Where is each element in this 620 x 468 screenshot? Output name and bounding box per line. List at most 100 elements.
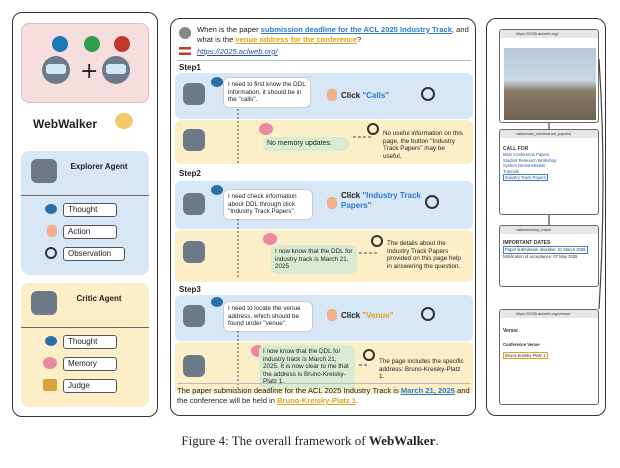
step1-obs-icon bbox=[367, 123, 379, 135]
step2-label: Step2 bbox=[179, 169, 201, 178]
step2-hand-icon bbox=[327, 197, 337, 209]
flag-icon bbox=[179, 47, 191, 55]
step2-observe-icon bbox=[425, 195, 439, 209]
flow-arrows bbox=[237, 109, 377, 389]
arrow-industry-to-venue bbox=[598, 58, 604, 310]
step2-action: Click "Industry Track Papers" bbox=[341, 191, 421, 211]
page-calls: calls/main_conference_papers/ CALL FOR M… bbox=[499, 129, 599, 215]
page-venue: https://2025.aclweb.org/venue/ Venue Con… bbox=[499, 309, 599, 405]
step3-hand-icon bbox=[327, 309, 337, 321]
step2-thought-icon bbox=[211, 185, 223, 195]
robots-logo-icon: + bbox=[42, 36, 130, 84]
page-flow-arrows bbox=[548, 58, 604, 310]
step2-critic-robot-icon bbox=[183, 241, 205, 263]
step3-observation: The page includes the specific address: … bbox=[379, 358, 464, 381]
thought-icon bbox=[45, 204, 57, 214]
query-highlight-venue: venue address for the conference bbox=[235, 34, 357, 44]
answer-part-3: . bbox=[355, 396, 359, 405]
explorer-robot-icon bbox=[31, 159, 57, 183]
step1-memory: No memory updates. bbox=[263, 137, 349, 151]
hand-pointer-icon bbox=[47, 225, 57, 237]
judge-gavel-icon bbox=[43, 379, 57, 391]
user-avatar-icon bbox=[179, 27, 191, 39]
brand-hands-icon bbox=[115, 113, 133, 129]
page-home: https://2025.aclweb.org/ bbox=[499, 29, 599, 123]
step1-thought: I need to first know the DDL information… bbox=[223, 77, 311, 108]
step1-action-target: "Calls" bbox=[362, 91, 390, 100]
reasoning-trace-panel: When is the paper submission deadline fo… bbox=[170, 18, 476, 416]
explorer-action-label: Action bbox=[63, 225, 117, 239]
step3-action-prefix: Click bbox=[341, 311, 361, 320]
critic-agent-title: Critic Agent bbox=[76, 294, 122, 303]
answer-part-2: and the conference will be held in bbox=[177, 386, 470, 405]
step2-explorer-robot-icon bbox=[183, 193, 205, 215]
brand-name: WebWalker bbox=[33, 117, 98, 131]
page-venue-url: https://2025.aclweb.org/venue/ bbox=[500, 310, 598, 318]
step3-thought: I need to locate the venue address, whic… bbox=[223, 301, 313, 332]
critic-agent-box: Critic Agent Thought Memory Judge bbox=[21, 283, 149, 407]
page-venue-address: Bruno-Kreisky-Platz 1 bbox=[503, 351, 548, 360]
observation-icon bbox=[45, 247, 57, 259]
page-calls-heading: CALL FOR bbox=[503, 146, 529, 152]
query-text: When is the paper submission deadline fo… bbox=[197, 25, 469, 44]
webpages-panel: https://2025.aclweb.org/ calls/main_conf… bbox=[486, 18, 606, 416]
query-part-1: When is the paper bbox=[197, 25, 261, 34]
query-url[interactable]: https://2025.aclweb.org/ bbox=[197, 47, 278, 56]
query-part-3: ? bbox=[356, 34, 362, 44]
final-answer: The paper submission deadline for the AC… bbox=[177, 383, 471, 406]
step1-action: Click "Calls" bbox=[341, 91, 389, 100]
step1-hand-icon bbox=[327, 89, 337, 101]
step2-thought: I need check information about DDL throu… bbox=[223, 189, 313, 220]
step1-explorer-robot-icon bbox=[183, 83, 205, 105]
answer-part-1: The paper submission deadline for the AC… bbox=[177, 386, 401, 395]
step3-label: Step3 bbox=[179, 285, 201, 294]
caption-name: WebWalker bbox=[368, 433, 436, 448]
step3-critic-robot-icon bbox=[183, 355, 205, 377]
step3-explorer-robot-icon bbox=[183, 305, 205, 327]
step2-memory-icon bbox=[263, 233, 277, 245]
step1-observe-icon bbox=[421, 87, 435, 101]
step3-observe-icon bbox=[421, 307, 435, 321]
step1-label: Step1 bbox=[179, 63, 201, 72]
critic-robot-icon bbox=[31, 291, 57, 315]
user-query: When is the paper submission deadline fo… bbox=[177, 23, 471, 61]
query-part-2: , and what is the bbox=[197, 25, 469, 44]
step1-critic-robot-icon bbox=[183, 129, 205, 151]
page-home-photo bbox=[504, 48, 596, 120]
page-calls-line-2[interactable]: Student Research Workshop bbox=[503, 157, 557, 163]
critic-judge-label: Judge bbox=[63, 379, 117, 393]
step1-action-prefix: Click bbox=[341, 91, 361, 100]
step1-observation: No useful information on this page, the … bbox=[383, 130, 463, 160]
page-calls-line-4[interactable]: Tutorials bbox=[503, 168, 519, 174]
figure-caption: Figure 4: The overall framework of WebWa… bbox=[0, 433, 620, 449]
explorer-thought-label: Thought bbox=[63, 203, 117, 217]
critic-thought-icon bbox=[45, 336, 57, 346]
caption-prefix: Figure 4: The overall framework of bbox=[181, 433, 369, 448]
step3-obs-icon bbox=[363, 349, 375, 361]
page-venue-heading: Venue bbox=[503, 328, 518, 334]
page-calls-line-3[interactable]: System Demonstration bbox=[503, 163, 546, 169]
logo-box: + bbox=[21, 23, 149, 103]
step3-action: Click "Venue" bbox=[341, 311, 394, 320]
page-calls-industry-link[interactable]: Industry Track Papers bbox=[503, 174, 548, 182]
explorer-agent-title: Explorer Agent bbox=[70, 162, 128, 171]
step2-memory: I now know that the DDL for industry tra… bbox=[271, 245, 357, 274]
page-industry: calls/industry_track/ IMPORTANT DATES Pa… bbox=[499, 225, 599, 287]
explorer-observation-label: Observation bbox=[63, 247, 125, 261]
page-calls-url: calls/main_conference_papers/ bbox=[500, 130, 598, 138]
agents-panel: + WebWalker Explorer Agent Thought Actio… bbox=[12, 12, 158, 417]
page-calls-line-1[interactable]: Main Conference Papers bbox=[503, 152, 550, 158]
memory-brain-icon bbox=[43, 357, 57, 369]
critic-memory-label: Memory bbox=[63, 357, 117, 371]
critic-thought-label: Thought bbox=[63, 335, 117, 349]
step3-action-target: "Venue" bbox=[362, 311, 394, 320]
step2-obs-icon bbox=[371, 235, 383, 247]
step3-thought-icon bbox=[211, 297, 223, 307]
caption-suffix: . bbox=[435, 433, 439, 448]
answer-highlight-address: Bruno-Kreisky-Platz 1 bbox=[277, 396, 356, 405]
step2-observation: The details about the Industry Track Pap… bbox=[387, 240, 461, 270]
step2-action-target: "Industry Track Papers" bbox=[341, 191, 421, 210]
page-industry-heading: IMPORTANT DATES bbox=[503, 240, 551, 246]
page-industry-note: Notification of acceptance: 07 May 2025 bbox=[503, 253, 578, 259]
explorer-agent-box: Explorer Agent Thought Action Observatio… bbox=[21, 151, 149, 275]
